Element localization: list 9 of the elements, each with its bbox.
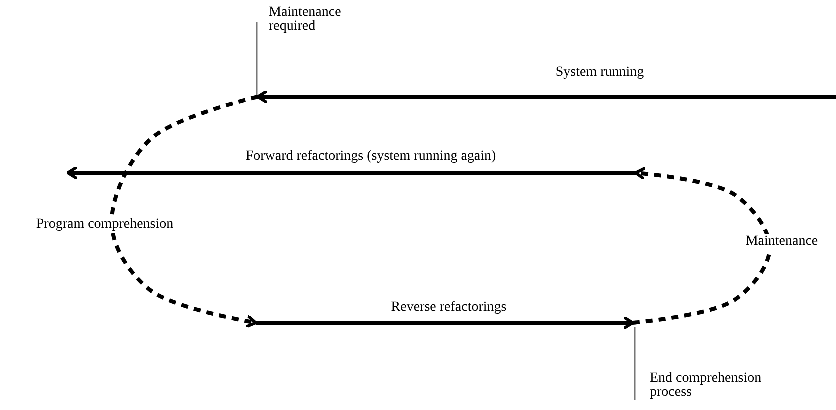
leader-line: [256, 22, 258, 95]
phase-label: Forward refactorings (system running again): [244, 149, 498, 165]
annotation-text: Maintenance required: [257, 6, 357, 34]
annotation-text: End comprehension process: [635, 372, 785, 400]
leader-line: [634, 327, 636, 400]
phase-label: Reverse refactorings: [390, 300, 508, 316]
phase-label: Maintenance: [744, 234, 820, 250]
phase-label: System running: [554, 65, 646, 81]
phase-label: Program comprehension: [35, 217, 175, 233]
